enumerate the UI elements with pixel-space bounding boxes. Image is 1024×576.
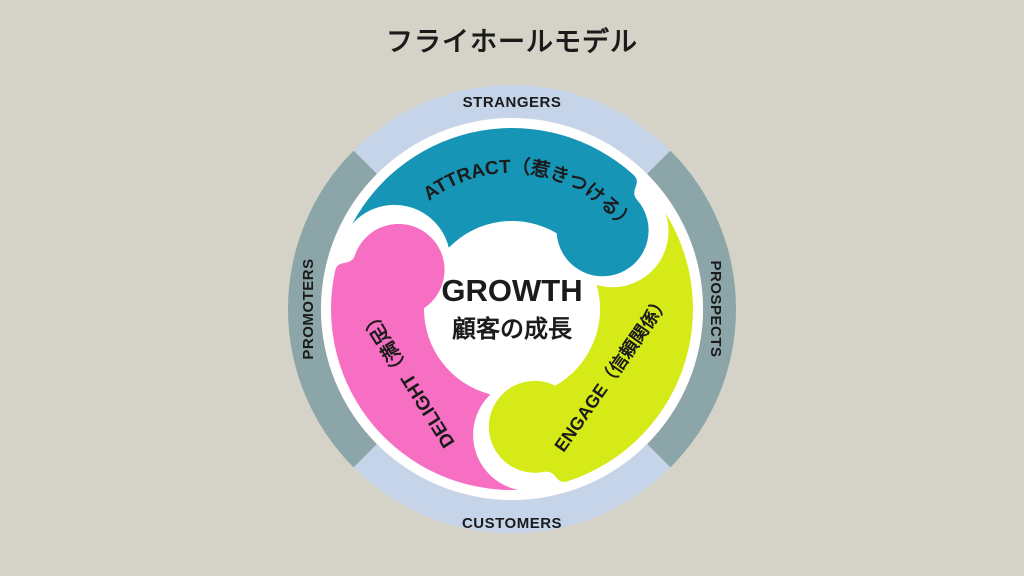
ring-label-customers: CUSTOMERS	[462, 515, 562, 532]
ring-segment-strangers	[353, 84, 671, 174]
ring-label-promoters: PROMOTERS	[300, 258, 317, 359]
ring-segment-prospects	[647, 150, 737, 468]
ring-segment-customers	[353, 444, 671, 534]
ring-segment-promoters	[287, 150, 377, 468]
diagram-title: フライホールモデル	[386, 27, 638, 57]
hub-title: GROWTH	[441, 273, 582, 308]
ring-label-strangers: STRANGERS	[463, 94, 562, 111]
ring-label-prospects: PROSPECTS	[707, 260, 724, 357]
hub-subtitle: 顧客の成長	[452, 315, 573, 343]
